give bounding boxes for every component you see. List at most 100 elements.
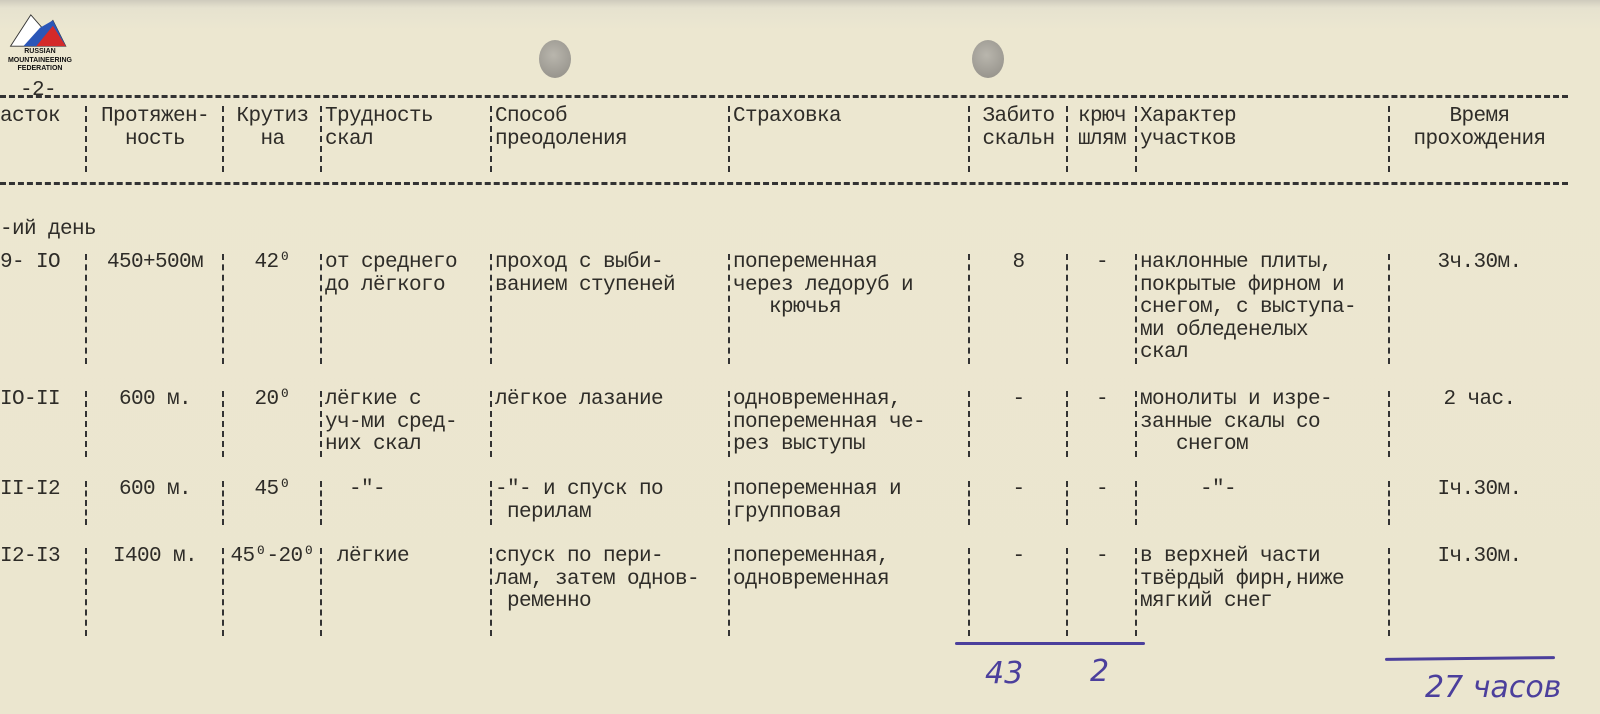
header-method: преодоления [495, 127, 628, 151]
column-separator [968, 548, 970, 636]
cell-ice-pitons: - [1095, 478, 1109, 501]
column-separator [490, 481, 492, 525]
logo-line: FEDERATION [17, 65, 63, 72]
cell-terrain: в верхней части [1140, 545, 1321, 568]
logo-line: RUSSIAN [24, 48, 56, 55]
header-bottom-rule [0, 182, 1568, 185]
column-separator [728, 106, 730, 172]
cell-steepness: 45⁰-20⁰ [230, 545, 315, 568]
handwritten-total-time: 27 часов [1425, 670, 1562, 705]
column-separator [85, 548, 87, 636]
cell-time: Iч.30м. [1437, 545, 1522, 568]
cell-terrain: монолиты и изре- [1140, 388, 1333, 411]
cell-belay: попеременная [733, 251, 878, 274]
header-rock-pitons: скальн [982, 127, 1055, 151]
column-separator [728, 254, 730, 364]
cell-steepness: 45⁰ [254, 478, 291, 501]
column-separator [490, 106, 492, 172]
cell-terrain: наклонные плиты, [1140, 251, 1333, 274]
cell-ice-pitons: - [1095, 545, 1109, 568]
column-separator [320, 481, 322, 525]
column-separator [222, 391, 224, 457]
column-separator [320, 548, 322, 636]
sum-underline [1384, 656, 1556, 661]
cell-difficulty: до лёгкого [325, 273, 446, 297]
cell-method: лам, затем однов- [495, 567, 700, 591]
column-separator [1388, 548, 1390, 636]
cell-difficulty: -"- [325, 478, 386, 501]
cell-belay: групповая [733, 500, 842, 524]
cell-method: перилам [495, 500, 592, 524]
column-separator [1388, 391, 1390, 457]
cell-segment: I2-I3 [0, 545, 61, 568]
column-separator [222, 548, 224, 636]
header-difficulty: скал [325, 127, 374, 151]
column-separator [968, 106, 970, 172]
cell-terrain: ми обледенелых [1140, 318, 1309, 342]
column-separator [222, 481, 224, 525]
cell-terrain: твёрдый фирн,ниже [1140, 567, 1345, 591]
header-ice-pitons: шлям [1077, 127, 1127, 151]
column-separator [1135, 548, 1137, 636]
column-separator [85, 391, 87, 457]
cell-method: ванием ступеней [495, 273, 676, 297]
column-separator [968, 254, 970, 364]
column-separator [85, 481, 87, 525]
column-separator [490, 391, 492, 457]
logo-line: MOUNTAINEERING [7, 56, 73, 64]
column-separator [1388, 254, 1390, 364]
cell-length: 450+500м [106, 251, 204, 274]
logo-text: RUSSIAN MOUNTAINEERING FEDERATION [0, 48, 80, 74]
punch-hole [539, 40, 571, 78]
cell-difficulty: уч-ми сред- [325, 410, 458, 434]
column-separator [490, 548, 492, 636]
table-top-rule [0, 95, 1568, 98]
column-separator [1388, 481, 1390, 525]
column-separator [320, 106, 322, 172]
column-separator [85, 106, 87, 172]
header-terrain: участков [1140, 127, 1237, 151]
column-separator [728, 391, 730, 457]
column-separator [1135, 254, 1137, 364]
cell-difficulty: них скал [325, 433, 422, 456]
header-length: ность [124, 127, 186, 151]
cell-difficulty: лёгкие [325, 545, 410, 568]
header-time: Время [1449, 105, 1510, 128]
cell-belay: одновременная, [733, 388, 902, 411]
cell-segment: II-I2 [0, 478, 61, 501]
column-separator [968, 481, 970, 525]
cell-rock-pitons: 8 [1012, 251, 1025, 274]
cell-rock-pitons: - [1012, 478, 1025, 501]
cell-rock-pitons: - [1012, 388, 1025, 411]
header-time: прохождения [1413, 127, 1546, 151]
mountain-icon [9, 14, 67, 47]
cell-method: лёгкое лазание [495, 388, 664, 411]
cell-segment: 9- IO [0, 251, 61, 274]
cell-terrain: покрытые фирном и [1140, 273, 1345, 297]
column-separator [85, 254, 87, 364]
cell-segment: IO-II [0, 388, 61, 411]
cell-time: 2 час. [1443, 388, 1516, 411]
header-segment: асток [0, 105, 61, 128]
column-separator [490, 254, 492, 364]
day-label: -ий день [0, 218, 97, 241]
column-separator [1135, 106, 1137, 172]
cell-time: Iч.30м. [1437, 478, 1522, 501]
header-terrain: Характер [1140, 105, 1237, 128]
column-separator [1388, 106, 1390, 172]
cell-terrain: снегом [1140, 433, 1249, 456]
cell-length: I400 м. [112, 545, 198, 568]
handwritten-total-rock: 43 [985, 656, 1024, 691]
cell-belay: рез выступы [733, 433, 866, 456]
header-steepness: на [260, 127, 285, 151]
cell-method: -"- и спуск по [495, 478, 664, 501]
column-separator [1066, 548, 1068, 636]
column-separator [1135, 391, 1137, 457]
cell-ice-pitons: - [1095, 251, 1109, 274]
cell-length: 600 м. [118, 388, 192, 411]
cell-difficulty: от среднего [325, 251, 458, 274]
handwritten-total-ice: 2 [1090, 654, 1110, 689]
header-ice-pitons: крюч [1077, 105, 1127, 128]
header-steepness: Крутиз [236, 105, 309, 128]
column-separator [1135, 481, 1137, 525]
